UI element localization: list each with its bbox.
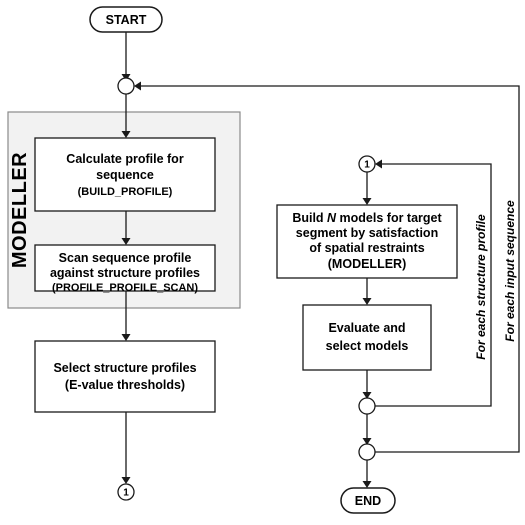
build-models-line2: segment by satisfaction: [296, 226, 438, 240]
offpage-connector-out: [117, 483, 135, 501]
profile-scan-line1: Scan sequence profile: [59, 251, 192, 265]
build-profile-line3: (BUILD_PROFILE): [78, 186, 173, 198]
arrowhead: [121, 477, 131, 484]
input-loop-connector: [358, 443, 376, 461]
build-profile-line1: Calculate profile for: [66, 152, 184, 166]
arrowhead: [362, 198, 372, 205]
profile-scan-line2: against structure profiles: [50, 266, 200, 280]
select-profiles-box[interactable]: [34, 340, 216, 413]
arrowhead: [362, 438, 372, 445]
structure-profile-loop-line: [375, 163, 492, 407]
arrowhead: [362, 392, 372, 399]
build-models-n: N: [327, 211, 337, 225]
arrowhead: [362, 481, 372, 488]
start-label: START: [106, 13, 147, 27]
evaluate-line2: select models: [326, 339, 409, 353]
build-profile-line2: sequence: [96, 168, 154, 182]
profile-scan-line3: (PROFILE_PROFILE_SCAN): [52, 282, 198, 294]
structure-loop-connector: [358, 397, 376, 415]
input-sequence-loop-line: [141, 85, 520, 453]
build-models-box[interactable]: [276, 204, 458, 279]
offpage-connector-out-label: 1: [123, 488, 129, 499]
build-profile-box[interactable]: [34, 137, 216, 212]
end-label: END: [355, 494, 381, 508]
arrowhead: [362, 298, 372, 305]
end-terminal[interactable]: [340, 487, 396, 514]
build-models-line3: of spatial restraints: [309, 241, 424, 255]
offpage-connector-in-label: 1: [364, 160, 370, 171]
input-sequence-loop-label: For each input sequence: [503, 200, 517, 342]
profile-scan-box[interactable]: [34, 244, 216, 292]
evaluate-line1: Evaluate and: [328, 321, 405, 335]
evaluate-box[interactable]: [302, 304, 432, 371]
arrowhead: [134, 81, 141, 91]
modeller-group-label: MODELLER: [9, 152, 31, 268]
arrowhead: [121, 131, 131, 138]
arrowhead: [121, 238, 131, 245]
structure-profile-loop-label: For each structure profile: [474, 214, 488, 360]
arrowhead: [375, 159, 382, 169]
select-profiles-line1: Select structure profiles: [53, 361, 196, 375]
build-models-line1: Build N models for target: [292, 211, 442, 225]
build-models-line4: (MODELLER): [328, 257, 406, 271]
merge-connector-top: [117, 77, 135, 95]
select-profiles-line2: (E-value thresholds): [65, 378, 185, 392]
arrowhead: [121, 334, 131, 341]
